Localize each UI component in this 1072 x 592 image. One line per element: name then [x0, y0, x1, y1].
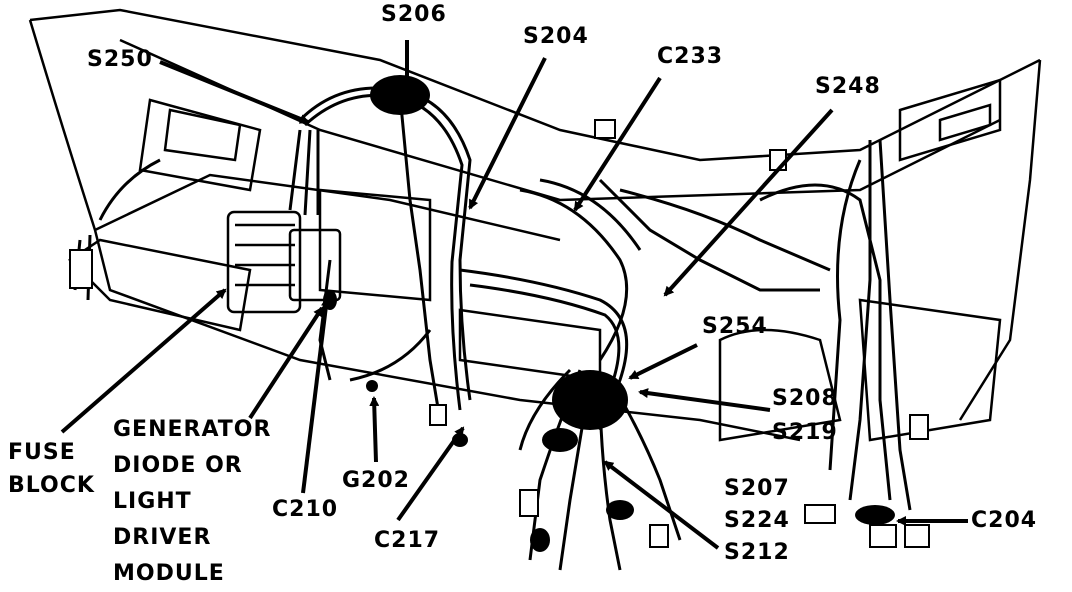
label-s208: S208	[772, 386, 838, 411]
arrow-c217	[396, 426, 465, 522]
label-generator-module: GENERATOR DIODE OR LIGHT DRIVER MODULE	[113, 412, 271, 592]
wiring-harness	[73, 86, 912, 571]
label-generator-line-2: DIODE OR	[113, 453, 243, 478]
label-s212: S212	[724, 540, 790, 565]
label-c210: C210	[272, 497, 339, 522]
label-fuse-block-line-1: FUSE	[8, 440, 76, 465]
arrow-s254	[628, 343, 698, 380]
label-s206: S206	[381, 2, 447, 27]
arrow-c210	[301, 296, 331, 494]
label-s224: S224	[724, 508, 790, 533]
label-s254: S254	[702, 314, 768, 339]
label-c217: C217	[374, 528, 441, 553]
leader-arrows	[60, 40, 968, 550]
arrow-s250	[159, 60, 310, 124]
label-g202: G202	[342, 468, 410, 493]
arrow-g202	[369, 396, 380, 463]
wiring-harness-diagram	[28, 8, 1042, 571]
label-generator-line-3: LIGHT	[113, 489, 192, 514]
label-c204: C204	[971, 508, 1038, 533]
label-s207: S207	[724, 476, 790, 501]
fuse-block-shape	[226, 210, 302, 314]
generator-module-shape	[288, 228, 342, 302]
arrow-generator	[248, 306, 324, 420]
label-c233: C233	[657, 44, 724, 69]
label-fuse-block-line-2: BLOCK	[8, 473, 95, 498]
label-s248: S248	[815, 74, 881, 99]
arrow-fuse-block	[60, 288, 227, 434]
label-generator-line-4: DRIVER	[113, 525, 212, 550]
instrument-panel-outline	[28, 8, 1042, 442]
arrow-s208	[638, 388, 771, 412]
label-fuse-block: FUSE BLOCK	[8, 436, 95, 502]
splice-clusters	[323, 75, 895, 552]
label-generator-line-5: MODULE	[113, 561, 225, 586]
arrow-c233	[573, 76, 662, 212]
connectors	[69, 119, 930, 548]
arrow-s248	[663, 108, 834, 297]
label-generator-line-1: GENERATOR	[113, 417, 272, 442]
arrow-s212	[603, 460, 720, 550]
arrow-s204	[468, 57, 547, 210]
label-s219: S219	[772, 420, 838, 445]
label-s250: S250	[87, 47, 153, 72]
label-s204: S204	[523, 24, 589, 49]
